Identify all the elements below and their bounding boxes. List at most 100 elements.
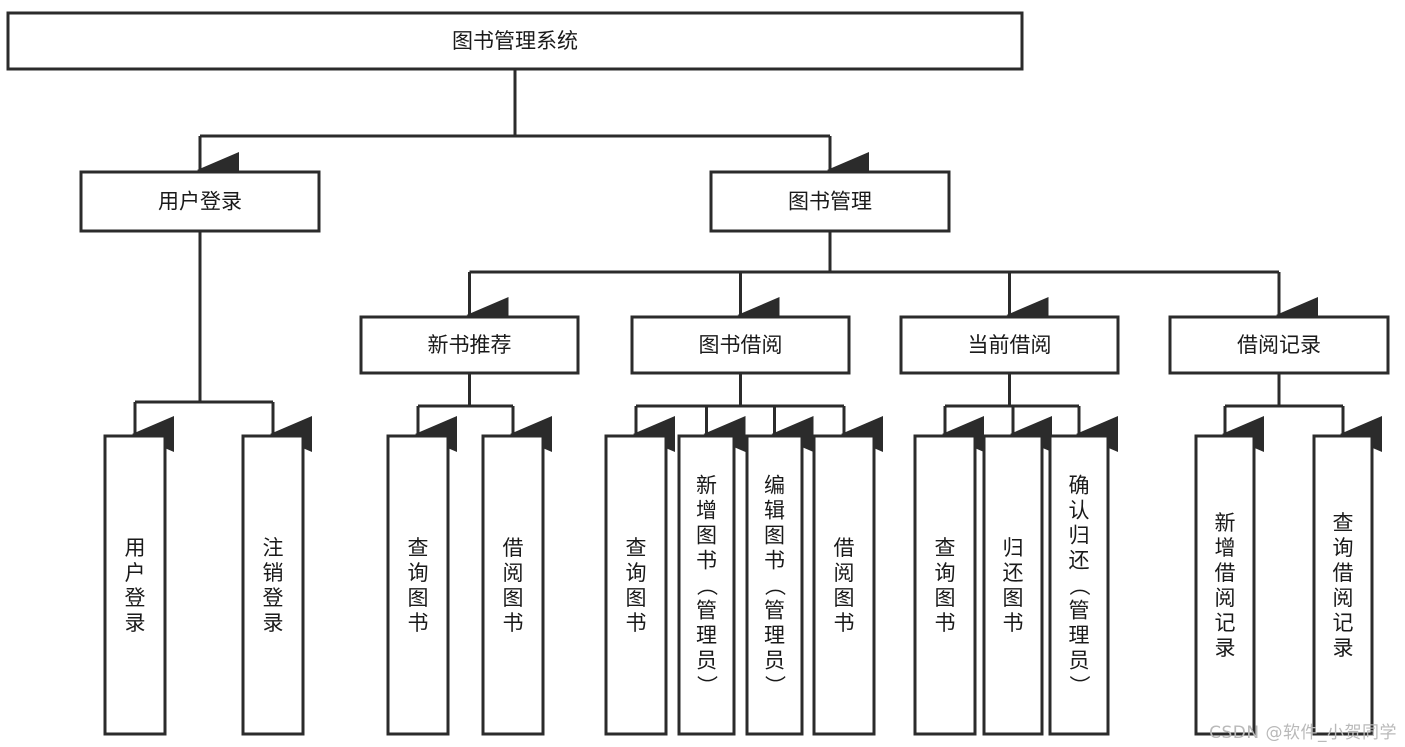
node-box xyxy=(6,11,1024,71)
node-box xyxy=(982,434,1044,736)
node-box xyxy=(1312,434,1374,736)
node-label-char: 阅 xyxy=(1215,586,1236,610)
node-label-char: ） xyxy=(695,675,719,696)
node-label-char: 认 xyxy=(1069,499,1090,523)
node-box xyxy=(79,170,321,233)
node-label-char: 员 xyxy=(1069,649,1090,673)
node-label-char: 借 xyxy=(834,536,855,560)
node-label-char: 登 xyxy=(263,586,284,610)
node-label-char: 录 xyxy=(1333,636,1354,660)
node-label-char: 书 xyxy=(834,611,855,635)
node-label-char: 归 xyxy=(1069,524,1090,548)
node-label-char: 阅 xyxy=(834,561,855,585)
node-label-char: 录 xyxy=(263,611,284,635)
node-borrow-record[interactable]: 借阅记录 xyxy=(1168,315,1390,375)
node-box xyxy=(677,434,736,736)
node-book-borrow[interactable]: 图书借阅 xyxy=(630,315,851,375)
node-label-char: 理 xyxy=(1069,624,1090,648)
node-label-char: 录 xyxy=(125,611,146,635)
node-label: 图书管理系统 xyxy=(452,29,578,53)
node-label: 新书推荐 xyxy=(428,333,512,357)
node-label-char: 询 xyxy=(626,561,647,585)
node-label-char: 还 xyxy=(1003,561,1024,585)
node-label-char: 询 xyxy=(935,561,956,585)
node-boxes: 图书管理系统用户登录图书管理新书推荐图书借阅当前借阅借阅记录用户登录注销登录查询… xyxy=(6,11,1390,736)
connector-lines xyxy=(132,69,1382,452)
node-label-char: 图 xyxy=(1003,586,1024,610)
node-label-char: 管 xyxy=(764,599,785,623)
node-box xyxy=(103,434,167,736)
node-box xyxy=(745,434,804,736)
node-user-login[interactable]: 用户登录 xyxy=(79,170,321,233)
node-label: 图书借阅 xyxy=(699,333,783,357)
node-box xyxy=(899,315,1120,375)
node-label: 用户登录 xyxy=(158,190,242,214)
node-box xyxy=(709,170,951,233)
node-label-char: 图 xyxy=(834,586,855,610)
node-label-char: 户 xyxy=(125,561,146,585)
node-label-char: 录 xyxy=(1215,636,1236,660)
node-label-char: 记 xyxy=(1333,611,1354,635)
node-label-char: 辑 xyxy=(764,499,785,523)
node-box xyxy=(913,434,977,736)
node-label-char: 查 xyxy=(626,536,647,560)
node-label-char: 注 xyxy=(263,536,284,560)
node-current-borrow[interactable]: 当前借阅 xyxy=(899,315,1120,375)
node-label-char: （ xyxy=(763,575,787,596)
node-label-char: 询 xyxy=(1333,536,1354,560)
node-label-char: 用 xyxy=(125,536,146,560)
node-book-manage[interactable]: 图书管理 xyxy=(709,170,951,233)
node-label-char: 借 xyxy=(1333,561,1354,585)
node-label-char: 还 xyxy=(1069,549,1090,573)
node-box xyxy=(1048,434,1110,736)
node-leaf-user-login[interactable]: 用户登录 xyxy=(103,434,167,736)
node-label-char: 图 xyxy=(935,586,956,610)
node-label-char: 书 xyxy=(408,611,429,635)
node-label-char: 图 xyxy=(626,586,647,610)
node-label-char: （ xyxy=(1067,575,1091,596)
node-label-char: 管 xyxy=(1069,599,1090,623)
node-label-char: 员 xyxy=(696,649,717,673)
node-box xyxy=(386,434,450,736)
node-label-char: 书 xyxy=(626,611,647,635)
node-box xyxy=(812,434,876,736)
node-label-char: 登 xyxy=(125,586,146,610)
node-label-char: 管 xyxy=(696,599,717,623)
node-label-char: 归 xyxy=(1003,536,1024,560)
node-label: 当前借阅 xyxy=(968,333,1052,357)
node-label-char: 销 xyxy=(263,561,284,585)
node-root[interactable]: 图书管理系统 xyxy=(6,11,1024,71)
node-label-char: 确 xyxy=(1069,474,1090,498)
node-label-char: 图 xyxy=(503,586,524,610)
node-label-char: 阅 xyxy=(1333,586,1354,610)
node-box xyxy=(630,315,851,375)
node-box xyxy=(1168,315,1390,375)
node-label-char: 编 xyxy=(764,474,785,498)
node-box xyxy=(241,434,305,736)
node-label-char: 查 xyxy=(408,536,429,560)
node-label-char: 新 xyxy=(1215,511,1236,535)
node-label-char: 增 xyxy=(696,499,717,523)
node-label-char: 书 xyxy=(503,611,524,635)
node-new-book-recommend[interactable]: 新书推荐 xyxy=(359,315,580,375)
node-label-char: 理 xyxy=(764,624,785,648)
node-label-char: 新 xyxy=(696,474,717,498)
node-label-char: 查 xyxy=(935,536,956,560)
node-label-char: 阅 xyxy=(503,561,524,585)
node-label-char: 员 xyxy=(764,649,785,673)
node-label-char: 理 xyxy=(696,624,717,648)
